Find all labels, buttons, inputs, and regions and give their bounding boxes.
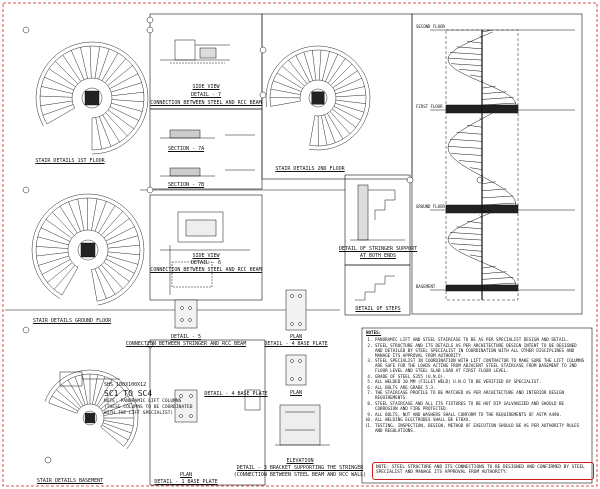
title-detail-5: DETAIL - 5 — [170, 334, 202, 340]
level-first-floor: FIRST FLOOR — [416, 104, 443, 109]
column-tag — [59, 371, 120, 387]
note-item: STEEL SPECIALIST IN COORDINATION WITH LI… — [375, 358, 586, 373]
detail-5-drawing — [174, 299, 198, 329]
title-side-view-1: SIDE VIEW — [192, 84, 220, 90]
note-item: STEEL STAIRCASE AND ALL ITS FIXTURES TO … — [375, 401, 586, 411]
column-note-line3: WITH THE LIFT SPECIALIST) — [104, 411, 174, 416]
detail-6-drawing — [160, 211, 250, 295]
title-detail-4b: DETAIL - 4 BASE PLATE — [204, 391, 268, 397]
title-elevation: ELEVATION — [286, 458, 314, 464]
note-item: ALL BOLTS, NUT AND WASHERS SHALL CONFORM… — [375, 412, 586, 417]
title-plan-1: PLAN — [179, 472, 193, 478]
notes-heading: NOTES: — [366, 330, 382, 335]
note-item: THE STAIRCASE PROFILE TO BE MATCHED AS P… — [375, 390, 586, 400]
grid-bubbles — [22, 16, 484, 464]
title-detail-7: DETAIL - 7 — [190, 92, 222, 98]
note-item: GRADE OF STEEL S355 (U.N.O). — [375, 374, 586, 379]
stringer-step-drawings — [350, 184, 405, 301]
spiral-stair-1st — [35, 41, 149, 155]
level-basement: BASEMENT — [416, 284, 436, 289]
panel-frames — [5, 13, 593, 486]
title-stair-1st: STAIR DETAILS 1ST FLOOR — [35, 158, 105, 164]
column-size: SHS 100X100X12 — [104, 382, 147, 388]
general-notes: NOTES: PANORAMIC LIFT AND STEEL STAIRCAS… — [366, 330, 586, 476]
column-note-line1: NOTE: PANORAMIC LIFT COLUMNS — [104, 399, 182, 404]
note-item: ALL BOLTS ARE GRADE 5.3. — [375, 385, 586, 390]
title-detail-5-sub: CONNECTION BETWEEN STRINGER AND RCC BEAM — [125, 341, 247, 347]
title-detail-7-sub: CONNECTION BETWEEN STEEL AND RCC BEAM — [150, 100, 262, 106]
title-plan-4: PLAN — [289, 334, 303, 340]
highlighted-note: NOTE: STEEL STRUCTURE AND ITS CONNECTION… — [372, 462, 594, 480]
title-detail-6-sub: CONNECTION BETWEEN STEEL AND RCC BEAM — [150, 267, 262, 273]
note-item: TESTING, INSPECTION, DESIGN, METHOD OF E… — [375, 423, 586, 433]
spiral-stair-ground — [31, 193, 145, 306]
detail-3-drawing — [275, 404, 330, 446]
title-stair-basement: STAIR DETAILS BASEMENT — [36, 478, 104, 484]
title-stair-2nd: STAIR DETAILS 2ND FLOOR — [275, 166, 345, 172]
title-detail-3-sub: (CONNECTION BETWEEN STEEL BEAM AND RCC W… — [233, 472, 367, 478]
title-detail-1: DETAIL - 1 BASE PLATE — [154, 479, 218, 485]
level-ground-floor: GROUND FLOOR — [416, 204, 445, 209]
spiral-stair-2nd — [265, 45, 371, 151]
spiral-stair-basement — [44, 369, 139, 449]
column-note-line2: (THESE COLUMNS TO BE COORDINATED — [104, 405, 193, 410]
title-stair-ground: STAIR DETAILS GROUND FLOOR — [32, 318, 112, 324]
title-detail-6: DETAIL - 6 — [190, 260, 222, 266]
title-section-7b: SECTION - 7B — [168, 182, 205, 188]
note-item: ALL WELDED 10 MM (FILLET WELD) U.N.O TO … — [375, 379, 586, 384]
column-code: SC1 TO SC4 — [104, 389, 153, 398]
notes-list: PANORAMIC LIFT AND STEEL STAIRCASE TO BE… — [366, 337, 586, 433]
title-plan-4b: PLAN — [289, 390, 303, 396]
title-side-view-2: SIDE VIEW — [192, 253, 220, 259]
title-detail-3: DETAIL - 3 BRACKET SUPPORTING THE STRING… — [236, 465, 364, 471]
note-item: STEEL STRUCTURE AND ITS DETAILS AS PER A… — [375, 343, 586, 358]
level-second-floor: SECOND FLOOR — [416, 24, 445, 29]
section-7-drawings — [160, 129, 255, 177]
detail-7-drawing — [160, 39, 230, 64]
note-item: ALL WELDING ELECTRODES SHALL BE E70XX. — [375, 417, 586, 422]
note-item: PANORAMIC LIFT AND STEEL STAIRCASE TO BE… — [375, 337, 586, 342]
title-detail-4: DETAIL - 4 BASE PLATE — [264, 341, 328, 347]
stair-elevation-drawing — [430, 29, 575, 301]
spiral-stair-plans — [31, 41, 371, 449]
title-detail-steps: DETAIL OF STEPS — [355, 306, 401, 312]
title-detail-stringer: DETAIL OF STRINGER SUPPORT — [338, 246, 418, 252]
title-detail-stringer-sub: AT BOTH ENDS — [359, 253, 397, 259]
base-plate-drawings — [174, 289, 307, 423]
title-section-7a: SECTION - 7A — [168, 146, 205, 152]
